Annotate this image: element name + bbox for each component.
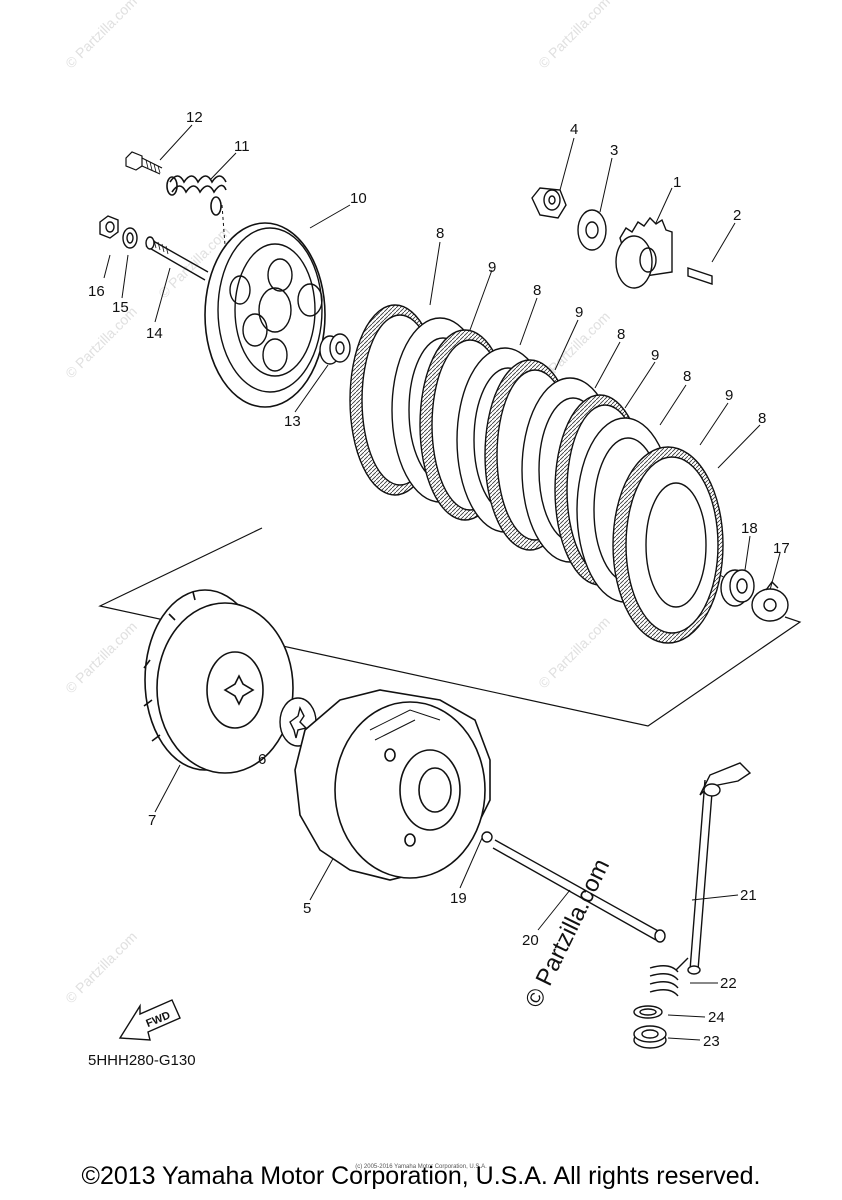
ball-part-19 (481, 831, 493, 843)
callout-16: 16 (88, 283, 105, 300)
callout-24: 24 (708, 1009, 725, 1026)
callout-5: 5 (303, 900, 312, 917)
lock-washer-part-17 (751, 580, 789, 622)
spring-part-22 (649, 957, 689, 997)
fine-print: (c) 2005-2016 Yamaha Motor Corporation, … (355, 1164, 487, 1170)
callout-15: 15 (112, 299, 129, 316)
callout-20: 20 (522, 932, 539, 949)
callout-3: 3 (610, 142, 619, 159)
callout-8: 8 (683, 368, 692, 385)
callout-8: 8 (436, 225, 445, 242)
callout-8: 8 (758, 410, 767, 427)
callout-8: 8 (617, 326, 626, 343)
callout-4: 4 (570, 121, 579, 138)
push-lever-shaft-part-21 (687, 762, 752, 975)
callout-1: 1 (673, 174, 682, 191)
callout-12: 12 (186, 109, 203, 126)
collar-part-23 (633, 1025, 667, 1049)
clutch-plate-stack (349, 304, 724, 644)
callout-11: 11 (234, 138, 250, 155)
callout-14: 14 (146, 325, 163, 342)
key-part-2 (687, 267, 713, 285)
bearing-part-18 (720, 569, 755, 607)
bolt-part-12 (125, 151, 163, 175)
callout-9: 9 (575, 304, 584, 321)
washer-part-3 (577, 209, 607, 251)
circlip-part-24 (633, 1005, 663, 1019)
callout-2: 2 (733, 207, 742, 224)
callout-21: 21 (740, 887, 757, 904)
callout-6: 6 (258, 751, 267, 768)
callout-17: 17 (773, 540, 790, 557)
callout-9: 9 (725, 387, 734, 404)
pushrod-part-14 (145, 236, 209, 281)
callout-7: 7 (148, 812, 157, 829)
callout-18: 18 (741, 520, 758, 537)
bearing-part-13 (319, 333, 351, 365)
nut-part-16 (99, 215, 119, 239)
drawing-code: 5HHH280-G130 (88, 1052, 196, 1069)
fwd-arrow-icon (118, 999, 181, 1041)
callout-8: 8 (533, 282, 542, 299)
assembly-outline (98, 527, 802, 727)
gear-part-1 (615, 216, 673, 289)
callout-22: 22 (720, 975, 737, 992)
callout-19: 19 (450, 890, 467, 907)
callout-23: 23 (703, 1033, 720, 1050)
pushrod-part-20 (492, 839, 666, 943)
callout-10: 10 (350, 190, 367, 207)
callout-9: 9 (488, 259, 497, 276)
callout-9: 9 (651, 347, 660, 364)
washer-part-15 (122, 227, 138, 249)
spring-part-11 (166, 175, 227, 216)
clutch-boss-part-7 (143, 589, 294, 774)
nut-part-4 (531, 187, 567, 219)
copyright-notice: ©2013 Yamaha Motor Corporation, U.S.A. A… (81, 1162, 761, 1190)
callout-13: 13 (284, 413, 301, 430)
pressure-plate-part-10 (204, 222, 326, 408)
clutch-housing-part-5 (294, 689, 491, 881)
